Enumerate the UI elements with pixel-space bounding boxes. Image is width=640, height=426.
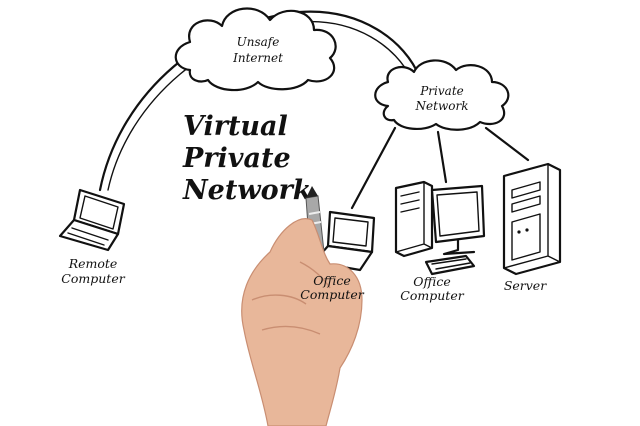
server-icon bbox=[502, 162, 562, 276]
link-to-office-laptop bbox=[350, 126, 397, 210]
remote-laptop-keyboard bbox=[58, 218, 120, 252]
cloud-internet-shape bbox=[174, 7, 337, 92]
private-network-cloud: Private Network bbox=[374, 59, 510, 131]
hand bbox=[241, 218, 363, 426]
unsafe-internet-cloud: Unsafe Internet bbox=[174, 7, 337, 92]
cloud-private-label-2: Network bbox=[415, 99, 469, 113]
link-to-office-desktop bbox=[436, 130, 448, 184]
office-laptop-icon bbox=[312, 210, 376, 272]
office-laptop-label-1: Office bbox=[313, 273, 351, 288]
desktop-keyboard bbox=[424, 254, 476, 276]
server-label: Server bbox=[504, 278, 547, 293]
office-desktop-label-2: Computer bbox=[400, 288, 464, 303]
cloud-internet-label-1: Unsafe bbox=[237, 35, 280, 49]
title-line-3: Network bbox=[182, 175, 312, 206]
cloud-private-label-1: Private bbox=[419, 84, 464, 98]
link-to-server bbox=[484, 126, 530, 162]
diagram-title: Virtual Private Network bbox=[182, 111, 312, 206]
title-line-1: Virtual bbox=[183, 111, 288, 142]
desktop-monitor bbox=[430, 184, 486, 244]
remote-computer-label-1: Remote bbox=[68, 256, 118, 271]
office-desktop-icon bbox=[394, 180, 486, 276]
hand-with-marker bbox=[241, 186, 363, 426]
cloud-internet-label-2: Internet bbox=[232, 51, 283, 65]
remote-laptop-icon bbox=[58, 188, 126, 252]
office-desktop-label-1: Office bbox=[413, 274, 451, 289]
office-laptop-label-2: Computer bbox=[300, 287, 364, 302]
remote-computer-label-2: Computer bbox=[61, 271, 125, 286]
title-line-2: Private bbox=[182, 143, 291, 174]
cloud-private-shape bbox=[374, 59, 510, 131]
